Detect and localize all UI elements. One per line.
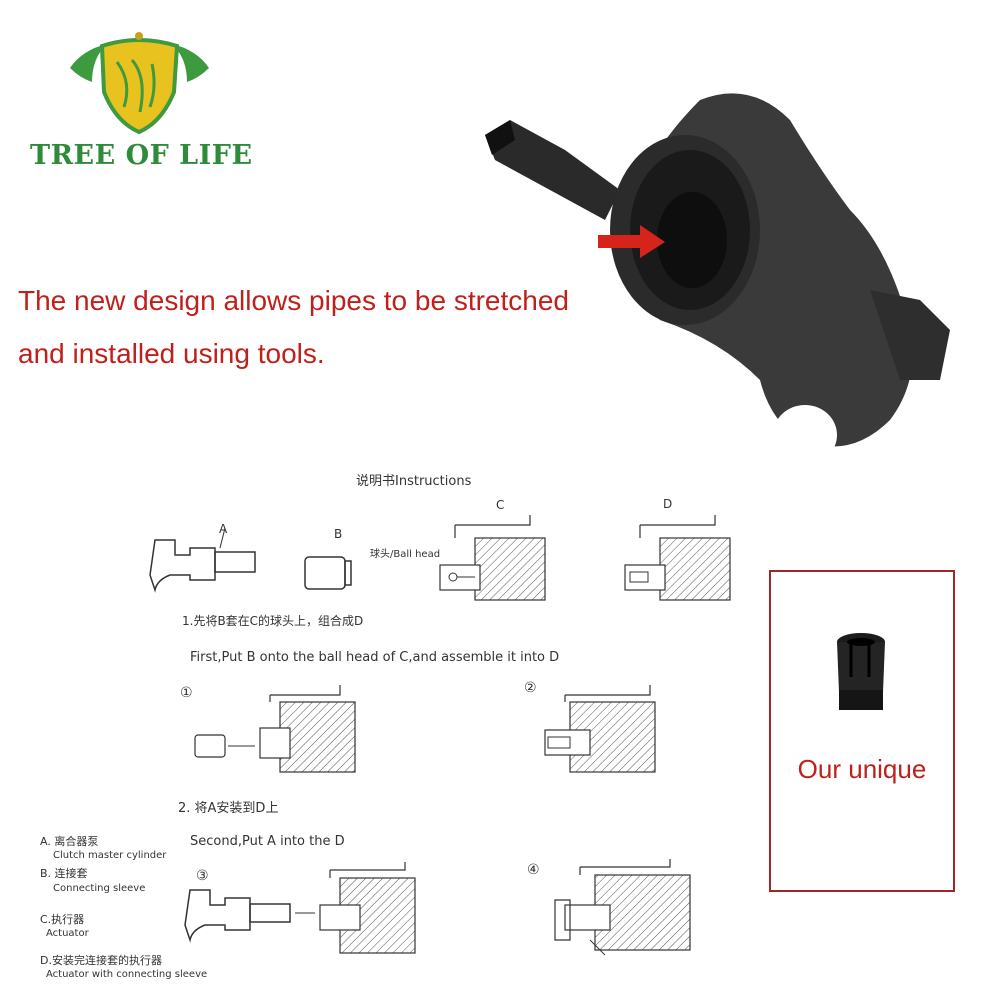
sleeve-icon	[837, 633, 885, 710]
shield-icon	[99, 38, 180, 135]
diagram-step-2	[544, 685, 656, 773]
diagram-step-4	[554, 859, 691, 956]
label-c: C	[496, 498, 505, 512]
diagram-step-1	[194, 685, 356, 773]
diagram-c	[439, 515, 546, 601]
legend-d-cn: D.安装完连接套的执行器	[40, 954, 162, 967]
step2-cn: 2. 将A安装到D上	[178, 801, 279, 816]
legend-b-en: Connecting sleeve	[53, 883, 146, 894]
headline-line-2: and installed using tools.	[18, 338, 325, 369]
brand-logo	[70, 32, 209, 135]
circle-1: ①	[180, 685, 193, 701]
brand-name: TREE OF LIFE	[30, 140, 253, 171]
diagram-a	[149, 527, 256, 593]
label-d: D	[663, 497, 673, 511]
legend-a-en: Clutch master cylinder	[53, 850, 167, 861]
circle-3: ③	[196, 868, 209, 884]
circle-2: ②	[524, 680, 537, 696]
product-photo	[485, 93, 950, 465]
legend-d-en: Actuator with connecting sleeve	[46, 969, 208, 980]
step1-cn: 1.先将B套在C的球头上，组合成D	[182, 614, 364, 628]
label-b: B	[334, 527, 343, 541]
instructions-title: 说明书Instructions	[356, 474, 472, 489]
laurel-left-icon	[70, 44, 107, 82]
headline-line-1: The new design allows pipes to be stretc…	[18, 285, 569, 316]
label-a: A	[219, 522, 228, 536]
step1-en: First,Put B onto the ball head of C,and …	[190, 650, 560, 665]
laurel-right-icon	[172, 44, 209, 82]
legend-c-en: Actuator	[46, 928, 89, 939]
legend-b-cn: B. 连接套	[40, 867, 88, 880]
unique-box: Our unique	[769, 570, 955, 892]
legend-a-cn: A. 离合器泵	[40, 835, 99, 848]
step2-en: Second,Put A into the D	[190, 834, 345, 849]
arrow-icon	[598, 225, 665, 258]
diagram-d	[624, 515, 731, 601]
diagram-step-3	[184, 862, 416, 954]
circle-4: ④	[527, 862, 540, 878]
legend-c-cn: C.执行器	[40, 913, 85, 926]
ball-head-label: 球头/Ball head	[370, 549, 441, 560]
diagram-b	[304, 556, 352, 590]
unique-label: Our unique	[797, 754, 927, 784]
